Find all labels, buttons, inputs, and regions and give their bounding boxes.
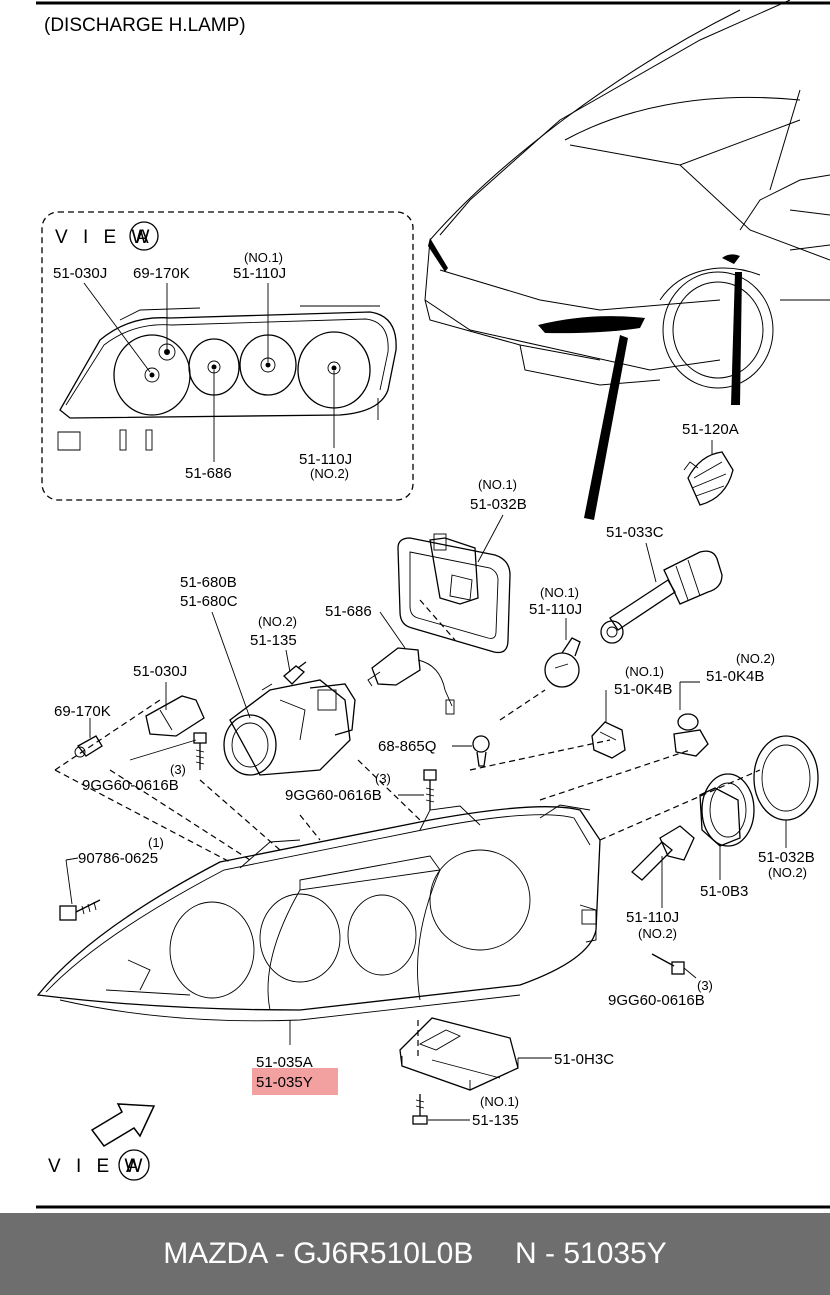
note-51-0k4b-no2: (NO.2) xyxy=(736,651,775,666)
bulb-51-110j-no2 xyxy=(631,825,695,908)
label-9gg60-b: 9GG60-0616B xyxy=(285,787,382,804)
label-68-865q: 68-865Q xyxy=(378,738,436,755)
note-51-032b-no1: (NO.1) xyxy=(478,477,517,492)
footer-brand-part: MAZDA - GJ6R510L0B xyxy=(163,1237,474,1270)
inset-label-51-110j-no1: 51-110J xyxy=(233,265,286,282)
inset-label-51-110j-no2: 51-110J xyxy=(299,451,352,468)
view-arrow xyxy=(90,1103,156,1147)
label-9gg60-a: 9GG60-0616B xyxy=(82,777,179,794)
note-51-110j-no2: (NO.2) xyxy=(638,926,677,941)
label-51-110j-no1: 51-110J xyxy=(529,601,582,618)
label-51-135-no1: 51-135 xyxy=(472,1112,519,1129)
label-69-170k: 69-170K xyxy=(54,703,111,720)
note-51-135-no2: (NO.2) xyxy=(258,614,297,629)
ballast-51-0h3c xyxy=(399,1017,552,1091)
label-9gg60-c: 9GG60-0616B xyxy=(608,992,705,1009)
screw-51-135-no2 xyxy=(283,649,307,685)
bulb-51-033c xyxy=(600,542,723,644)
inset-label-69-170k: 69-170K xyxy=(133,265,190,282)
inset-view-label: V I E W xyxy=(55,227,154,248)
label-51-680b: 51-680B xyxy=(180,574,237,591)
inset-view-letter: A xyxy=(136,227,149,248)
assembly-guides xyxy=(54,599,761,1060)
label-51-135-no2: 51-135 xyxy=(250,632,297,649)
note-51-032b-no2: (NO.2) xyxy=(768,865,807,880)
bolt-9gg60-a xyxy=(129,732,207,770)
label-51-120a: 51-120A xyxy=(682,421,739,438)
footer-part-number: N - 51035Y xyxy=(515,1237,667,1270)
projector-51-680b xyxy=(211,611,356,776)
bottom-view-label: V I E W xyxy=(48,1156,147,1177)
cap-51-0b3 xyxy=(699,773,755,880)
clip-68-865q xyxy=(452,735,490,767)
screw-90786-0625 xyxy=(59,857,101,921)
bulb-51-686 xyxy=(367,611,455,715)
label-90786-0625: 90786-0625 xyxy=(78,850,158,867)
label-51-035y: 51-035Y xyxy=(256,1074,313,1091)
ring-51-032b-no2 xyxy=(753,735,819,848)
qty-90786: (1) xyxy=(148,835,164,850)
bottom-view-letter: A xyxy=(126,1156,139,1177)
inset-note-no2: (NO.2) xyxy=(310,466,349,481)
reflector-51-032b-no1 xyxy=(397,514,511,654)
label-51-0h3c: 51-0H3C xyxy=(554,1051,614,1068)
label-51-0k4b-no2: 51-0K4B xyxy=(706,668,764,685)
footer-bar: MAZDA - GJ6R510L0B N - 51035Y xyxy=(0,1213,830,1295)
inset-label-51-030j: 51-030J xyxy=(53,265,107,282)
car-outline xyxy=(424,0,830,520)
inset-label-51-686: 51-686 xyxy=(185,465,232,482)
view-a-inset: V I E W A 51-030J 69-170K (NO.1 xyxy=(41,211,414,501)
note-51-110j-no1: (NO.1) xyxy=(540,585,579,600)
label-51-680c: 51-680C xyxy=(180,593,238,610)
bulb-51-110j-no1 xyxy=(544,618,581,688)
bulb-69-170k xyxy=(74,718,103,758)
qty-9gg60-c: (3) xyxy=(697,978,713,993)
note-51-0k4b-no1: (NO.1) xyxy=(625,664,664,679)
footer-spacer xyxy=(473,1237,515,1271)
label-51-032b-no2: 51-032B xyxy=(758,849,815,866)
bolt-9gg60-b xyxy=(398,769,437,810)
headlamp-51-035a xyxy=(36,804,601,1045)
side-marker-51-120a xyxy=(683,440,734,506)
inset-note-no1: (NO.1) xyxy=(244,250,283,265)
screw-51-135-no1 xyxy=(412,1094,470,1125)
label-51-110j-no2: 51-110J xyxy=(626,909,679,926)
label-51-032b-no1: 51-032B xyxy=(470,496,527,513)
label-51-686: 51-686 xyxy=(325,603,372,620)
bolt-9gg60-c xyxy=(651,953,697,979)
label-51-035a: 51-035A xyxy=(256,1054,313,1071)
label-51-033c: 51-033C xyxy=(606,524,664,541)
label-51-030j: 51-030J xyxy=(133,663,187,680)
note-51-135-no1: (NO.1) xyxy=(480,1094,519,1109)
qty-9gg60-b: (3) xyxy=(375,771,391,786)
bracket-51-0k4b-no2 xyxy=(673,681,709,757)
qty-9gg60-a: (3) xyxy=(170,762,186,777)
bottom-view-circle xyxy=(118,1149,150,1181)
highlight-box xyxy=(252,1068,338,1095)
label-51-0b3: 51-0B3 xyxy=(700,883,748,900)
label-51-0k4b-no1: 51-0K4B xyxy=(614,681,672,698)
bracket-51-0k4b-no1 xyxy=(591,690,626,759)
diagram-title: (DISCHARGE H.LAMP) xyxy=(44,15,246,36)
socket-51-030j xyxy=(145,682,205,737)
